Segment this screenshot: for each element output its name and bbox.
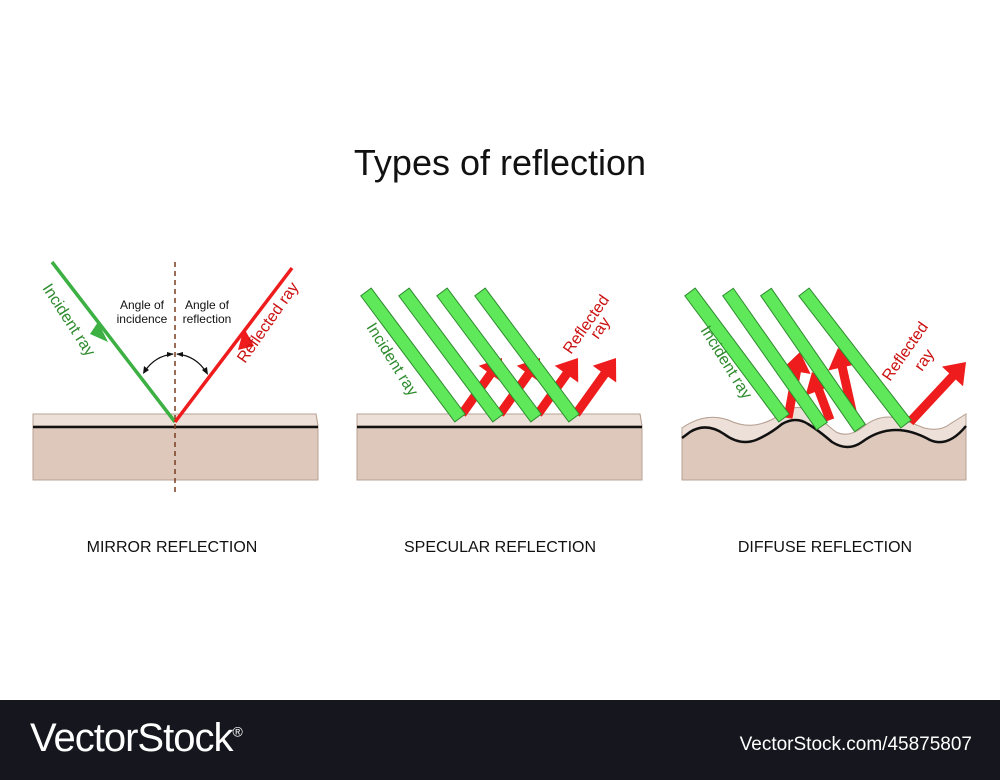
angle-arrow-4 [202, 367, 208, 375]
diffuse-panel: Incident ray Reflected ray DIFFUSE REFLE… [681, 287, 967, 556]
watermark-registered: ® [232, 723, 242, 740]
angle-incidence-arc [144, 353, 174, 372]
diffuse-incident-beam [721, 287, 829, 431]
diffuse-incident-beam [684, 287, 790, 423]
angle-arrow-3 [176, 352, 183, 357]
angle-arrow-2 [167, 352, 174, 357]
watermark-brand-text: VectorStock [30, 716, 233, 760]
diffuse-incident-beam [798, 287, 912, 429]
diffuse-incident-beam [759, 287, 867, 433]
angle-reflection-arc [176, 353, 207, 373]
reflected-ray-arrowhead [238, 328, 254, 350]
specular-incident-beam [360, 287, 466, 423]
angle-reflection-label-2: reflection [183, 312, 232, 326]
specular-caption: SPECULAR REFLECTION [404, 539, 596, 556]
angle-incidence-label-1: Angle of [120, 298, 165, 312]
diffuse-reflected-arrow [906, 362, 966, 426]
angle-arrow-1 [143, 366, 149, 374]
reflected-ray-line [173, 266, 294, 424]
mirror-caption: MIRROR REFLECTION [87, 539, 258, 556]
watermark-bar: VectorStock® VectorStock.com/45875807 [0, 700, 1000, 780]
diffuse-surface-line [681, 418, 967, 449]
specular-reflected-arrow [572, 358, 617, 417]
specular-incident-beam [436, 287, 542, 423]
mirror-reflected-label: Reflected ray [234, 279, 302, 366]
angle-reflection-label-1: Angle of [185, 298, 230, 312]
incident-ray-line [50, 260, 177, 424]
watermark-brand: VectorStock® [30, 716, 243, 761]
angle-incidence-label-2: incidence [117, 312, 168, 326]
specular-incident-beam [398, 287, 504, 423]
reflection-diagram: Incident ray Reflected ray Angle of inci… [32, 260, 967, 556]
diffuse-caption: DIFFUSE REFLECTION [738, 539, 912, 556]
mirror-panel: Incident ray Reflected ray Angle of inci… [32, 260, 319, 556]
mirror-incident-label: Incident ray [39, 281, 98, 360]
incident-ray-arrowhead [90, 322, 108, 342]
specular-incident-beam [474, 287, 580, 423]
specular-panel: Incident ray Reflected ray SPECULAR REFL… [356, 287, 643, 556]
watermark-image-id: VectorStock.com/45875807 [739, 734, 972, 755]
diagram-title: Types of reflection [353, 142, 647, 183]
